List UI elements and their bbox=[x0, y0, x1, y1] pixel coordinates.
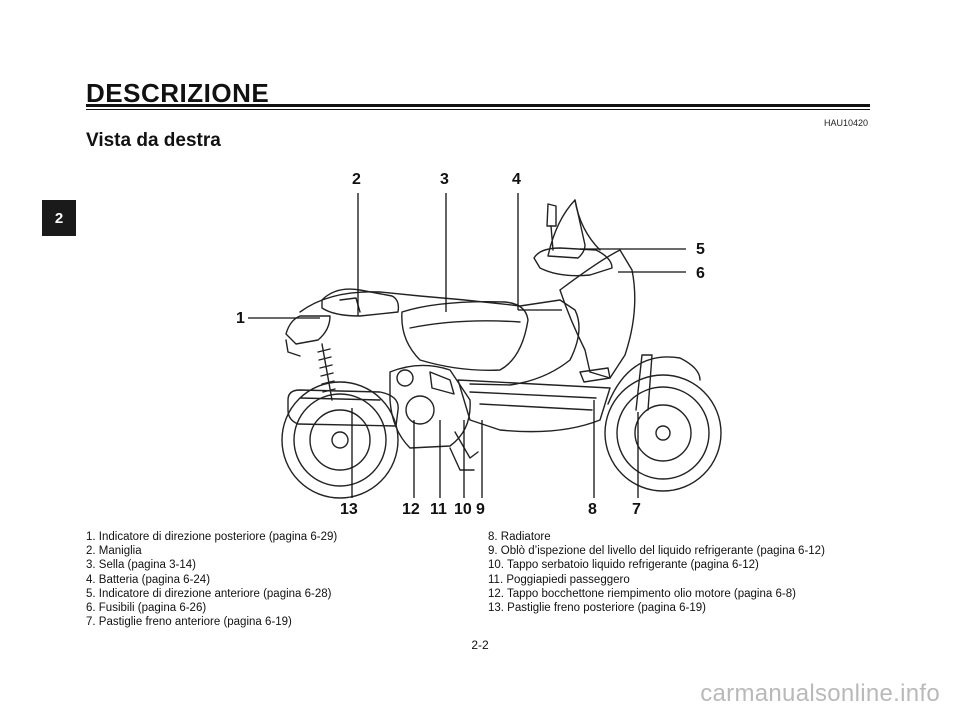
callout-2: 2 bbox=[352, 171, 361, 188]
legend-item: 10. Tappo serbatoio liquido refrigerante… bbox=[488, 559, 759, 572]
legend-item: 9. Oblò d’ispezione del livello del liqu… bbox=[488, 545, 825, 558]
callout-8: 8 bbox=[588, 501, 597, 518]
callout-10: 10 bbox=[454, 501, 472, 518]
legend-item: 8. Radiatore bbox=[488, 531, 551, 543]
page-number: 2-2 bbox=[471, 638, 489, 652]
callout-9: 9 bbox=[476, 501, 485, 518]
legend-item: 2. Maniglia bbox=[86, 545, 142, 558]
callout-7: 7 bbox=[632, 501, 641, 518]
legend-item: 6. Fusibili (pagina 6-26) bbox=[86, 602, 207, 615]
subtitle: Vista da destra bbox=[86, 130, 221, 151]
legend-right-column: 8. Radiatore 9. Oblò d’ispezione del liv… bbox=[488, 530, 825, 615]
title-rule-thick bbox=[86, 104, 870, 107]
callout-6: 6 bbox=[696, 265, 705, 282]
callout-3: 3 bbox=[440, 171, 449, 188]
title-rule-thin bbox=[86, 109, 870, 110]
callout-11: 11 bbox=[430, 501, 447, 518]
legend-item: 4. Batteria (pagina 6-24) bbox=[86, 573, 211, 586]
legend-item: 7. Pastiglie freno anteriore (pagina 6-1… bbox=[86, 616, 292, 629]
callout-5: 5 bbox=[696, 241, 705, 258]
legend-item: 1. Indicatore di direzione posteriore (p… bbox=[86, 531, 338, 543]
watermark: carmanualsonline.info bbox=[700, 680, 940, 707]
callout-1: 1 bbox=[236, 310, 245, 327]
legend-item: 12. Tappo bocchettone riempimento olio m… bbox=[488, 587, 796, 600]
callout-13: 13 bbox=[340, 501, 358, 518]
legend-left-column: 1. Indicatore di direzione posteriore (p… bbox=[86, 530, 337, 629]
doc-code: HAU10420 bbox=[823, 118, 868, 128]
legend-item: 3. Sella (pagina 3-14) bbox=[86, 559, 196, 572]
chapter-tab: 2 bbox=[42, 200, 76, 236]
callout-12: 12 bbox=[402, 501, 420, 518]
legend-item: 11. Poggiapiedi passeggero bbox=[488, 573, 630, 586]
callout-4: 4 bbox=[512, 171, 521, 188]
section-title: DESCRIZIONE bbox=[86, 78, 270, 108]
legend-item: 5. Indicatore di direzione anteriore (pa… bbox=[86, 587, 332, 600]
legend-item: 13. Pastiglie freno posteriore (pagina 6… bbox=[488, 602, 706, 615]
